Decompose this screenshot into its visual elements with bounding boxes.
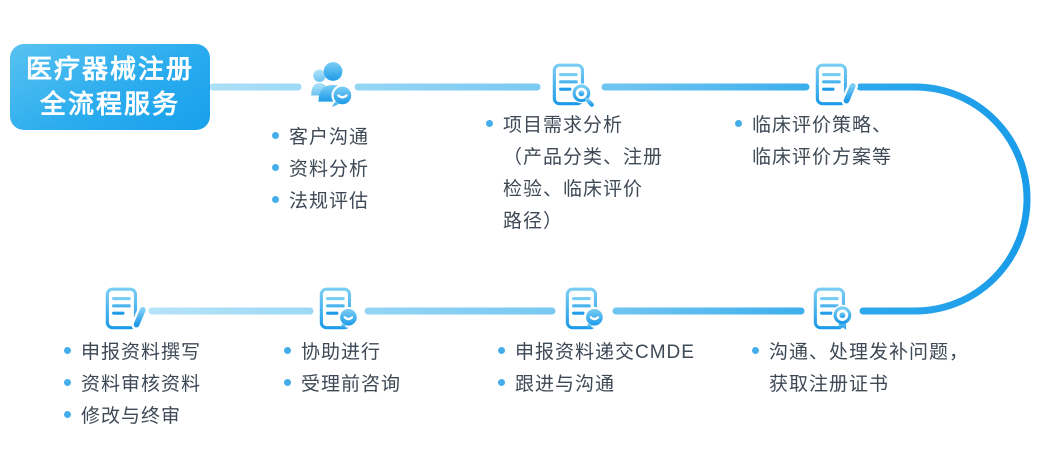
step-line: 客户沟通	[289, 126, 370, 148]
list-item: 受理前咨询	[284, 366, 401, 398]
document-search-icon	[546, 61, 596, 116]
list-item: 临床评价方案等	[735, 139, 892, 171]
step-line: 修改与终审	[81, 405, 182, 427]
document-award-icon	[807, 285, 857, 340]
step-submission-cmde: 申报资料递交CMDE 跟进与沟通	[498, 334, 695, 398]
title-badge: 医疗器械注册 全流程服务	[10, 44, 210, 130]
bullet-dot	[284, 378, 291, 386]
step-line: 资料分析	[289, 158, 370, 180]
bullet-dot	[284, 346, 291, 354]
bullet-dot	[752, 346, 759, 354]
title-line1: 医疗器械注册	[25, 54, 194, 84]
step-line: 法规评估	[289, 190, 370, 212]
list-item: 临床评价策略、	[735, 107, 892, 139]
step-line: 检验、临床评价	[503, 178, 644, 200]
list-item: 沟通、处理发补问题，	[752, 334, 969, 366]
document-chat-icon	[313, 285, 363, 340]
list-item: 申报资料递交CMDE	[498, 334, 695, 366]
step-clinical-strategy: 临床评价策略、 临床评价方案等	[735, 107, 892, 171]
list-item: 项目需求分析	[486, 107, 663, 139]
bullet-dot	[272, 195, 279, 203]
step-dossier-writing: 申报资料撰写 资料审核资料 修改与终审	[64, 334, 201, 430]
step-line: 临床评价方案等	[752, 146, 893, 168]
bullet-dot	[272, 163, 279, 171]
step-line: 跟进与沟通	[515, 373, 616, 395]
bullet-dot	[64, 410, 71, 418]
list-item: （产品分类、注册	[486, 139, 663, 171]
flow-curve	[856, 83, 1031, 315]
document-edit-icon	[99, 285, 149, 340]
step-requirement-analysis: 项目需求分析 （产品分类、注册 检验、临床评价 路径）	[486, 107, 663, 235]
step-pre-acceptance-consult: 协助进行 受理前咨询	[284, 334, 401, 398]
document-chat-icon	[559, 285, 609, 340]
step-line: 受理前咨询	[301, 373, 402, 395]
step-line: 路径）	[503, 210, 564, 232]
list-item: 客户沟通	[272, 119, 369, 151]
step-line: 申报资料递交CMDE	[515, 341, 695, 363]
list-item: 跟进与沟通	[498, 366, 695, 398]
title-line2: 全流程服务	[39, 89, 180, 119]
bullet-dot	[64, 346, 71, 354]
step-line: 临床评价策略、	[752, 114, 893, 136]
step-line: 获取注册证书	[769, 373, 890, 395]
list-item: 申报资料撰写	[64, 334, 201, 366]
list-item: 资料分析	[272, 151, 369, 183]
list-item: 协助进行	[284, 334, 401, 366]
document-edit-icon	[809, 61, 859, 116]
customers-chat-icon	[306, 58, 358, 115]
list-item: 法规评估	[272, 183, 369, 215]
step-line: （产品分类、注册	[503, 146, 664, 168]
bullet-dot	[64, 378, 71, 386]
step-initial-consult: 客户沟通 资料分析 法规评估	[272, 119, 369, 215]
step-line: 资料审核资料	[81, 373, 202, 395]
bullet-dot	[272, 131, 279, 139]
list-item: 路径）	[486, 203, 663, 235]
bullet-dot	[498, 378, 505, 386]
bullet-dot	[498, 346, 505, 354]
step-certificate: 沟通、处理发补问题， 获取注册证书	[752, 334, 969, 398]
bullet-dot	[735, 119, 742, 127]
list-item: 资料审核资料	[64, 366, 201, 398]
step-line: 项目需求分析	[503, 114, 624, 136]
step-line: 协助进行	[301, 341, 382, 363]
list-item: 检验、临床评价	[486, 171, 663, 203]
bullet-dot	[486, 119, 493, 127]
list-item: 修改与终审	[64, 398, 201, 430]
step-line: 申报资料撰写	[81, 341, 202, 363]
step-line: 沟通、处理发补问题，	[769, 341, 970, 363]
list-item: 获取注册证书	[752, 366, 969, 398]
